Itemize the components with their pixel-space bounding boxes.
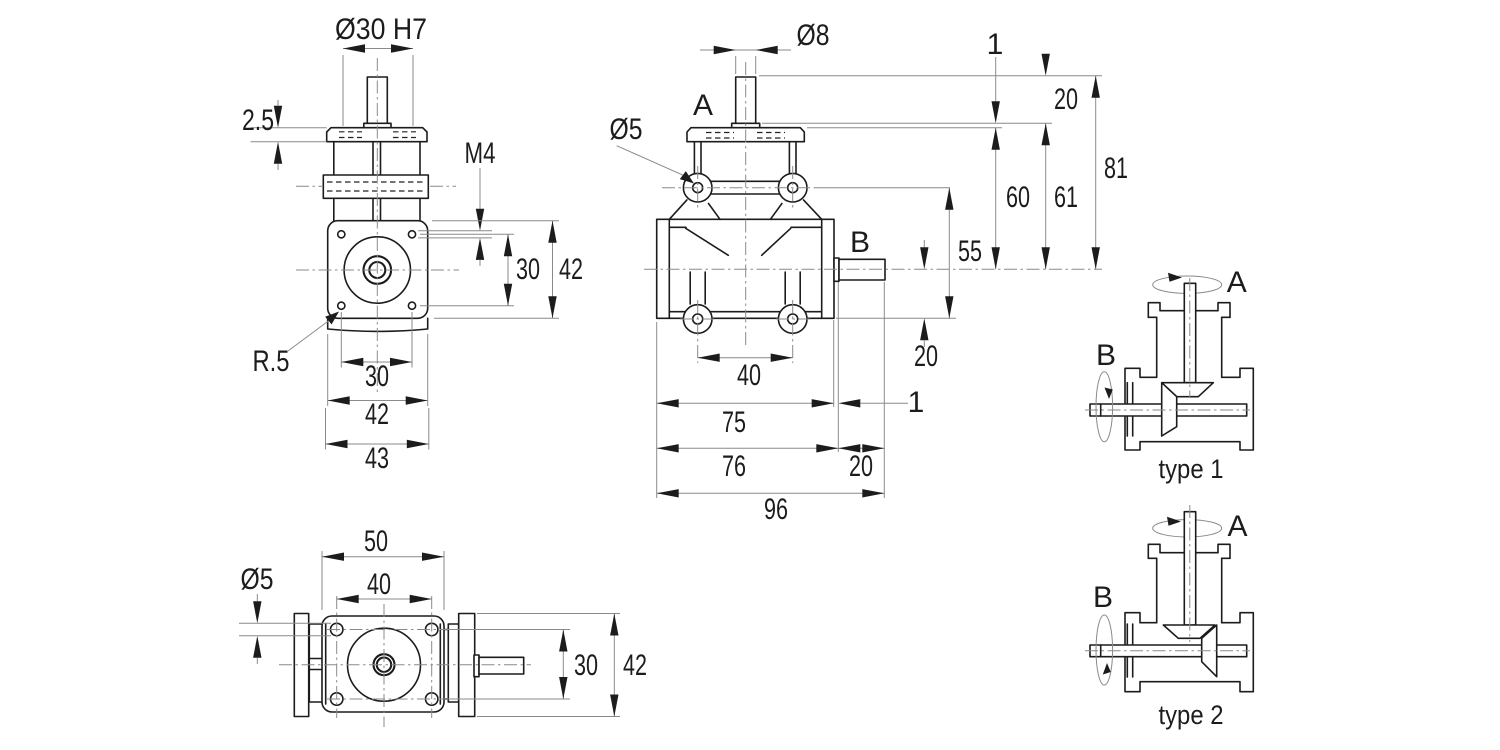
dim-bore: Ø30 H7	[335, 13, 427, 46]
side-view-dimensions: Ø30 H7 2.5 M4 30	[242, 13, 583, 475]
corner-hole	[336, 301, 346, 311]
dim-corner-radius: R.5	[253, 345, 290, 378]
type2-shaft-b-label: B	[1093, 581, 1113, 614]
top-view-dimensions: 50 40 Ø5 30 42	[239, 525, 647, 717]
type1-shaft-a-label: A	[1227, 266, 1247, 299]
dim-thread: M4	[465, 137, 496, 170]
side-view-centerlines	[296, 58, 459, 392]
dim-shaft-protrusion: 20	[1054, 83, 1078, 116]
front-view-dimensions: Ø8 A B Ø5 1 60 20	[610, 19, 1129, 526]
dim-overall-height: 81	[1104, 152, 1128, 185]
dim-shaft-dia: Ø8	[797, 19, 830, 52]
front-view-geometry	[655, 76, 886, 335]
dim-boss-hole-dia: Ø5	[610, 113, 643, 146]
type2-label: type 2	[1159, 700, 1224, 730]
rotation-b-arrow	[1104, 387, 1113, 399]
gear-hub-band	[322, 174, 430, 200]
dim-boss-to-base: 55	[958, 235, 982, 268]
shaft-collar-side	[363, 122, 392, 129]
dim-body-height: 42	[559, 253, 583, 286]
front-view: Ø8 A B Ø5 1 60 20	[610, 19, 1129, 526]
dim-hole-offset-top: 30	[574, 649, 598, 682]
shaft-b-top	[478, 656, 525, 675]
type1-label: type 1	[1159, 454, 1224, 484]
type1-shaft-b-label: B	[1096, 339, 1116, 372]
corner-hole	[407, 301, 417, 311]
dim-collar-to-axis: 61	[1054, 181, 1078, 214]
dim-collar-height: 1	[987, 28, 1004, 61]
rotation-b-ellipse	[1095, 371, 1114, 443]
dim-flange-width: 50	[364, 525, 388, 558]
dim-flange-to-axis: 60	[1006, 181, 1030, 214]
housing-base	[1124, 611, 1255, 693]
type-1-schematic: A B type 1	[1085, 266, 1255, 484]
corner-hole	[407, 229, 417, 239]
mount-face-top	[321, 615, 445, 713]
dim-body-width-front: 75	[722, 406, 746, 439]
dim-overall-width-front: 96	[764, 493, 788, 526]
label-shaft-b: B	[850, 226, 870, 259]
bevel-gear-b	[1160, 381, 1178, 437]
housing-base	[1124, 367, 1255, 451]
rotation-a-arrow	[1168, 272, 1182, 282]
dim-body-height-top: 42	[623, 649, 647, 682]
rotation-b-arrow	[1102, 663, 1111, 675]
label-shaft-a: A	[693, 89, 713, 122]
rotation-b-ellipse	[1095, 614, 1114, 686]
shaft-a-front	[734, 76, 757, 125]
dim-boss-span: 40	[737, 359, 761, 392]
dim-body-with-step: 76	[722, 450, 746, 483]
shaft-b-front	[838, 258, 886, 281]
right-strip	[447, 623, 460, 703]
dim-hole-span-top: 40	[367, 568, 391, 601]
dim-step-width: 1	[908, 386, 925, 419]
corner-hole	[336, 229, 346, 239]
side-view: Ø30 H7 2.5 M4 30	[242, 13, 583, 475]
dim-hole-offset: 30	[516, 253, 540, 286]
dim-body-width: 42	[365, 398, 389, 431]
shaft-collar-front	[730, 122, 761, 129]
dim-shaft-length: 20	[849, 450, 873, 483]
front-view-centerlines	[644, 62, 1102, 363]
dim-hole-span: 30	[365, 360, 389, 393]
dim-axis-to-base: 20	[914, 340, 938, 373]
type2-shaft-a-label: A	[1227, 510, 1247, 543]
dim-overall-width: 43	[365, 442, 389, 475]
dim-flange-thickness: 2.5	[242, 104, 274, 137]
type-2-schematic: A B type 2	[1085, 505, 1255, 730]
rotation-a-arrow	[1167, 516, 1181, 526]
dim-hole-dia-top: Ø5	[241, 563, 274, 596]
bevel-gear-a	[1162, 624, 1216, 640]
top-view: 50 40 Ø5 30 42	[239, 525, 647, 727]
top-view-centerlines	[279, 596, 531, 727]
